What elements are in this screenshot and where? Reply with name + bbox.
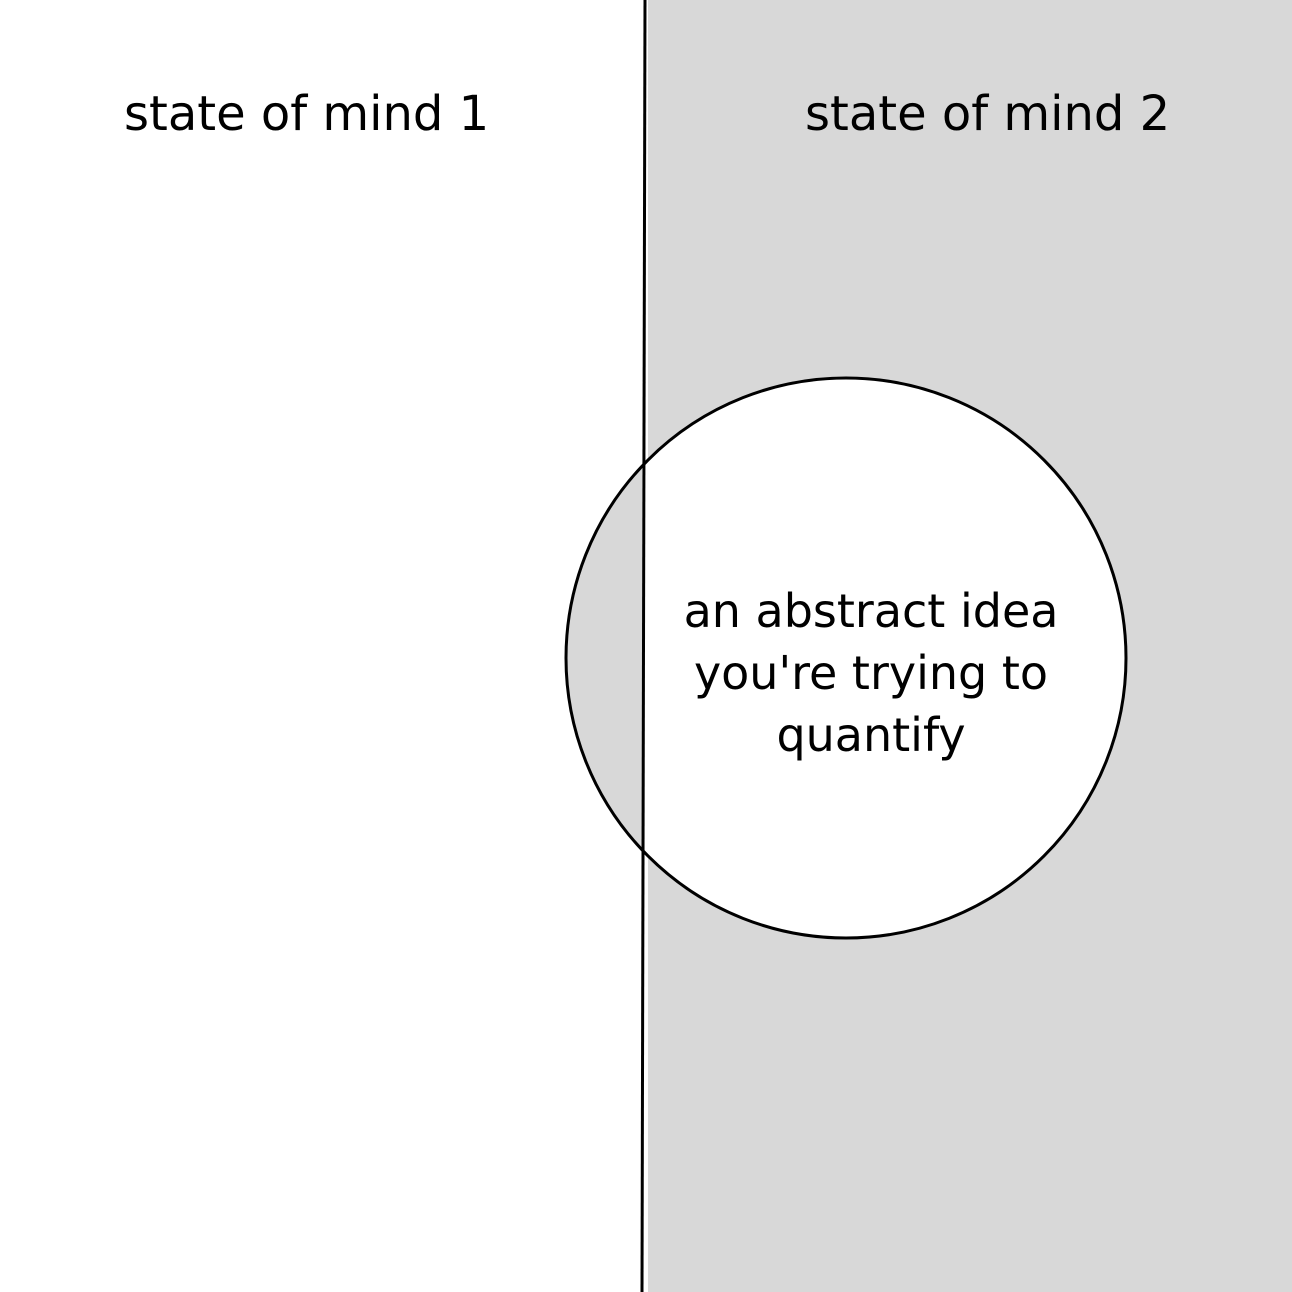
- state-of-mind-1-label: state of mind 1: [124, 86, 490, 142]
- concept-label-line-3: quantify: [776, 708, 966, 762]
- concept-circle-left-fill: [566, 466, 642, 850]
- concept-circle-right-fill: [642, 378, 1126, 938]
- state-of-mind-2-label: state of mind 2: [805, 86, 1171, 142]
- concept-label: an abstract idea you're trying to quanti…: [646, 580, 1096, 766]
- concept-label-line-1: an abstract idea: [683, 584, 1059, 638]
- left-panel-background: [0, 0, 646, 1292]
- concept-circle-outline: [564, 376, 1128, 940]
- concept-label-line-2: you're trying to: [693, 646, 1049, 700]
- divider-line: [640, 0, 647, 1292]
